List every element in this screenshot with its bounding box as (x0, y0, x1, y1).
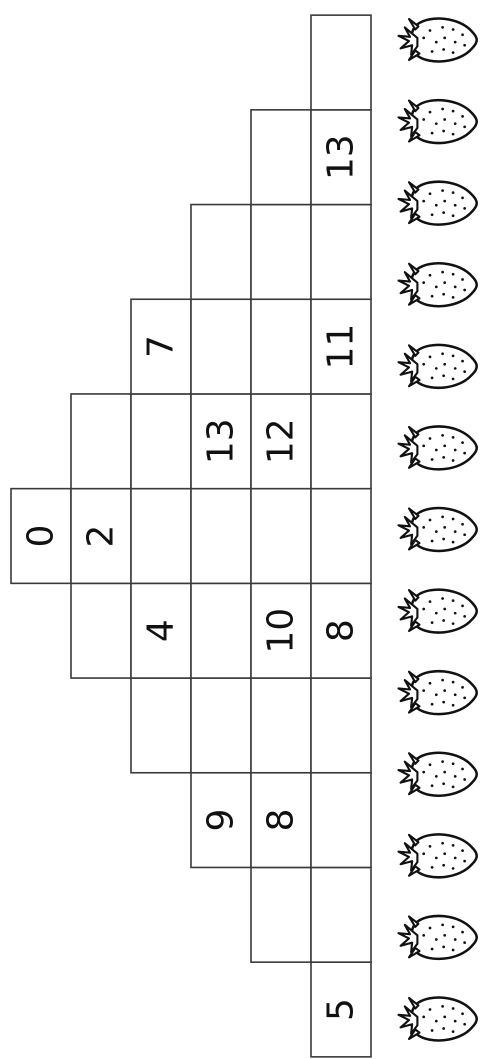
puzzle-cell[interactable] (131, 394, 191, 489)
puzzle-cell[interactable]: 13 (191, 394, 251, 489)
cell-border (311, 773, 371, 868)
strawberry-icon (399, 834, 477, 877)
strawberry-icon (399, 182, 477, 225)
puzzle-cell[interactable] (311, 773, 371, 868)
puzzle-cell[interactable] (251, 205, 311, 300)
puzzle-cell[interactable] (251, 678, 311, 773)
cell-number: 4 (141, 619, 182, 642)
cell-border (191, 299, 251, 394)
strawberry-icon (399, 590, 477, 633)
puzzle-cell[interactable]: 9 (191, 773, 251, 868)
strawberry-icon (399, 100, 477, 143)
cell-border (311, 205, 371, 300)
strawberry-icon (399, 345, 477, 388)
puzzle-cell[interactable] (311, 15, 371, 110)
puzzle-cell[interactable] (311, 867, 371, 962)
cell-number: 9 (201, 809, 242, 832)
cell-number: 0 (21, 525, 62, 548)
cell-border (191, 489, 251, 584)
cell-number: 13 (201, 418, 242, 464)
cell-border (311, 867, 371, 962)
cell-number: 11 (321, 324, 362, 370)
strawberry-icon (399, 998, 477, 1041)
strawberry-icon (399, 916, 477, 959)
puzzle-cell[interactable]: 12 (251, 394, 311, 489)
cell-border (311, 489, 371, 584)
puzzle-cell[interactable] (71, 394, 131, 489)
strawberry-icon (399, 263, 477, 306)
puzzle-cell[interactable]: 5 (311, 962, 371, 1057)
puzzle-cell[interactable] (251, 867, 311, 962)
puzzle-cell[interactable]: 11 (311, 299, 371, 394)
strawberry-icon (399, 753, 477, 796)
puzzle-cell[interactable] (251, 299, 311, 394)
puzzle-cell[interactable] (311, 489, 371, 584)
cell-number: 13 (321, 134, 362, 180)
cell-border (311, 15, 371, 110)
puzzle-cell[interactable]: 7 (131, 299, 191, 394)
puzzle-cell[interactable] (191, 205, 251, 300)
cell-border (191, 205, 251, 300)
puzzle-cell[interactable]: 8 (251, 773, 311, 868)
puzzle-cell[interactable] (191, 299, 251, 394)
cell-border (131, 678, 191, 773)
cell-border (251, 205, 311, 300)
puzzle-cell[interactable] (311, 394, 371, 489)
cell-border (251, 299, 311, 394)
cell-number: 8 (261, 809, 302, 832)
strawberry-row (399, 19, 477, 1041)
puzzle-cell[interactable] (131, 489, 191, 584)
puzzle-cell[interactable] (71, 583, 131, 678)
puzzle-cell[interactable]: 8 (311, 583, 371, 678)
puzzle-cell[interactable] (191, 583, 251, 678)
cell-number: 12 (261, 418, 302, 464)
puzzle-cell[interactable]: 10 (251, 583, 311, 678)
puzzle-cell[interactable]: 13 (311, 110, 371, 205)
cell-border (311, 678, 371, 773)
cell-border (251, 678, 311, 773)
puzzle-cell[interactable] (251, 110, 311, 205)
cell-border (71, 583, 131, 678)
puzzle-cell[interactable] (131, 678, 191, 773)
puzzle-cell[interactable]: 0 (11, 489, 71, 584)
cell-number: 5 (321, 998, 362, 1021)
cell-border (131, 489, 191, 584)
strawberry-icon (399, 426, 477, 469)
cell-number: 8 (321, 619, 362, 642)
strawberry-icon (399, 508, 477, 551)
cell-border (191, 583, 251, 678)
puzzle-cell[interactable] (191, 489, 251, 584)
strawberry-icon (399, 19, 477, 62)
cell-border (251, 867, 311, 962)
cell-border (131, 394, 191, 489)
puzzle-cell[interactable] (311, 678, 371, 773)
cell-number: 7 (141, 335, 182, 358)
puzzle-cell[interactable]: 4 (131, 583, 191, 678)
puzzle-cell[interactable] (191, 678, 251, 773)
cell-border (71, 394, 131, 489)
cell-border (251, 489, 311, 584)
puzzle-cell[interactable] (251, 489, 311, 584)
strawberry-icon (399, 671, 477, 714)
cell-number: 2 (81, 525, 122, 548)
cell-number: 10 (261, 608, 302, 654)
puzzle-cell[interactable] (311, 205, 371, 300)
cell-border (251, 110, 311, 205)
cell-border (191, 678, 251, 773)
puzzle-cell[interactable]: 2 (71, 489, 131, 584)
cell-border (311, 394, 371, 489)
